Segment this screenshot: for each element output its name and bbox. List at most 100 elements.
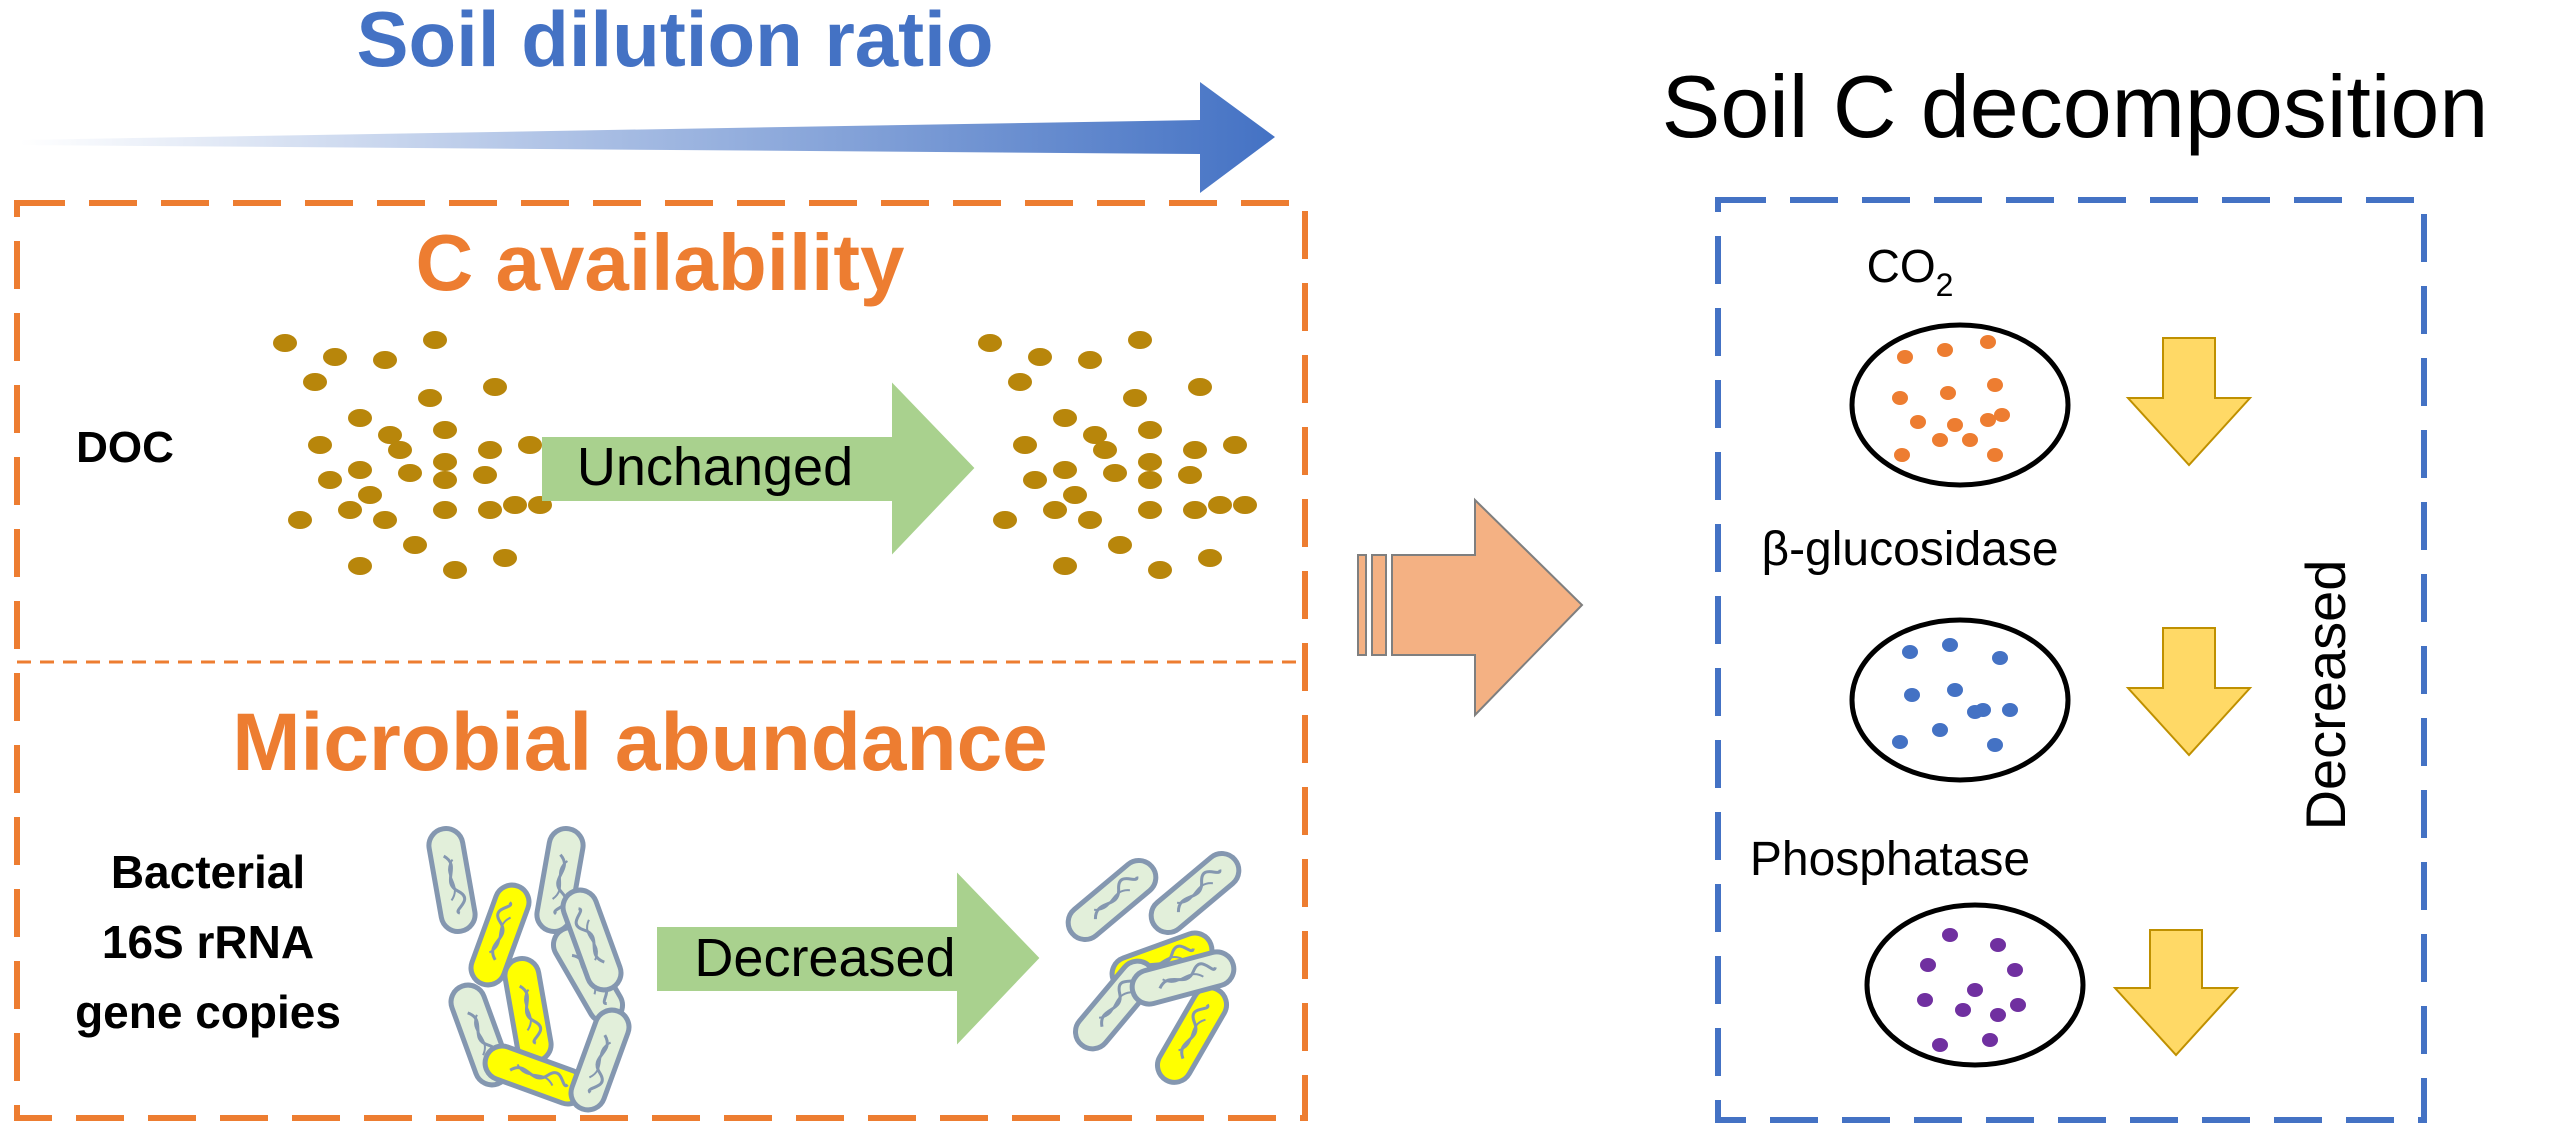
doc-particle — [993, 511, 1017, 529]
dish-dot — [1940, 386, 1956, 400]
doc-particle — [348, 461, 372, 479]
doc-particle — [1138, 421, 1162, 439]
bacterium-icon — [1148, 851, 1242, 935]
decreased-side-label: Decreased — [2294, 560, 2357, 831]
doc-particle — [1053, 557, 1077, 575]
dilution-title: Soil dilution ratio — [357, 0, 994, 83]
dish-dot — [2007, 963, 2023, 977]
doc-particle — [1008, 373, 1032, 391]
down-arrow-icon — [2125, 627, 2253, 757]
doc-particle — [1233, 496, 1257, 514]
doc-particle — [1053, 409, 1077, 427]
doc-particle — [1083, 426, 1107, 444]
dish-dot — [1990, 938, 2006, 952]
arrow-stripe — [1371, 554, 1387, 656]
dish-dot — [1897, 350, 1913, 364]
bacterium-icon — [560, 887, 624, 993]
doc-particle — [1148, 561, 1172, 579]
dish-dot — [1892, 391, 1908, 405]
bacteria-group-after — [1065, 851, 1242, 1085]
dish-dot — [1937, 343, 1953, 357]
bacterial-label-line-2: 16S rRNA — [102, 916, 314, 968]
doc-particles-after — [978, 331, 1257, 579]
doc-particle — [518, 436, 542, 454]
dish-dot — [2010, 998, 2026, 1012]
dish-dot — [1932, 1038, 1948, 1052]
doc-particle — [1108, 536, 1132, 554]
phosphatase-dish — [1864, 902, 2086, 1068]
doc-particle — [1198, 549, 1222, 567]
doc-particle — [1043, 501, 1067, 519]
bacterium-icon — [1065, 858, 1159, 942]
doc-particles-before — [273, 331, 552, 579]
doc-particle — [403, 536, 427, 554]
arrow-stripe — [1357, 554, 1367, 656]
doc-particle — [1028, 348, 1052, 366]
dish-dot — [1987, 738, 2003, 752]
dish-dot — [1982, 1033, 1998, 1047]
doc-particle — [1103, 464, 1127, 482]
doc-particle — [1078, 511, 1102, 529]
doc-particle — [1138, 471, 1162, 489]
doc-particle — [1093, 441, 1117, 459]
doc-particle — [1138, 501, 1162, 519]
doc-particle — [358, 486, 382, 504]
dish-dot — [1967, 983, 1983, 997]
dish-dot — [1910, 415, 1926, 429]
dish-dot — [1894, 448, 1910, 462]
doc-particle — [1138, 453, 1162, 471]
bacteria-group-before — [426, 826, 632, 1113]
bacterium-icon — [568, 1007, 632, 1113]
bacterium-icon — [1129, 949, 1237, 1007]
decreased-arrow-label: Decreased — [694, 928, 955, 988]
doc-particle — [1183, 501, 1207, 519]
doc-particle — [423, 331, 447, 349]
bacterium-icon — [426, 826, 478, 934]
right-panel-frame — [1715, 197, 2427, 1123]
doc-particle — [273, 334, 297, 352]
glucosidase-label: β-glucosidase — [1761, 523, 2058, 576]
doc-particle — [1053, 461, 1077, 479]
doc-particle — [433, 421, 457, 439]
doc-particle — [1183, 441, 1207, 459]
block-arrow-icon — [1391, 497, 1584, 718]
dish-dot — [1987, 378, 2003, 392]
doc-label: DOC — [76, 423, 174, 472]
dilution-gradient-arrow-icon — [20, 82, 1275, 193]
dish-dot — [1962, 433, 1978, 447]
doc-particle — [1078, 351, 1102, 369]
down-arrow-icon — [2125, 337, 2253, 467]
dish-dot — [1994, 408, 2010, 422]
bacterium-icon — [482, 1043, 588, 1107]
dish-dot — [1955, 1003, 1971, 1017]
dish-dot — [1987, 448, 2003, 462]
co2-dish — [1849, 322, 2071, 488]
doc-particle — [503, 496, 527, 514]
dish-dot — [1932, 723, 1948, 737]
doc-particle — [433, 453, 457, 471]
panel-transition-arrow — [1357, 497, 1584, 718]
doc-particle — [288, 511, 312, 529]
doc-particle — [1178, 466, 1202, 484]
doc-particle — [348, 557, 372, 575]
dish-dot — [1980, 413, 1996, 427]
dish-dot — [1892, 735, 1908, 749]
doc-particle — [1128, 331, 1152, 349]
doc-particle — [318, 471, 342, 489]
dish-dot — [1990, 1008, 2006, 1022]
doc-particle — [493, 549, 517, 567]
doc-particle — [1013, 436, 1037, 454]
doc-particle — [348, 409, 372, 427]
dish-dot — [1920, 958, 1936, 972]
down-arrow-icon — [2112, 929, 2240, 1057]
dish-dot — [1917, 993, 1933, 1007]
dish-dot — [1932, 433, 1948, 447]
doc-particle — [373, 351, 397, 369]
doc-particle — [1123, 389, 1147, 407]
doc-particle — [978, 334, 1002, 352]
doc-particle — [483, 378, 507, 396]
phosphatase-label: Phosphatase — [1750, 833, 2030, 886]
dish-dot — [1904, 688, 1920, 702]
doc-particle — [388, 441, 412, 459]
